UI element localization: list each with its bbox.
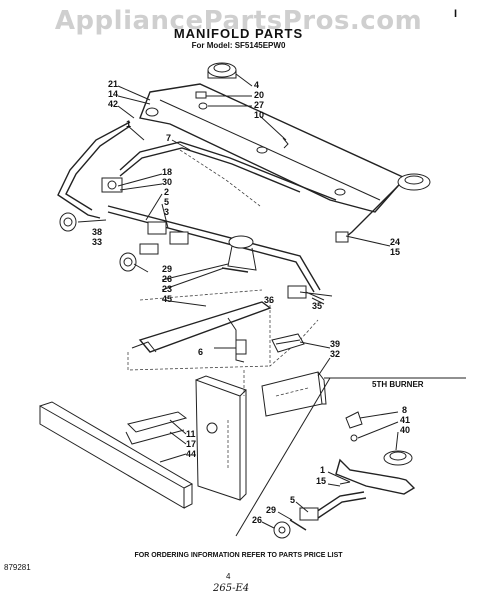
fifth-burner-panel — [235, 377, 466, 537]
callout-20: 20 — [254, 90, 265, 100]
callout-1-upper: 1 — [126, 119, 132, 129]
leader-lines — [77, 73, 399, 529]
ordering-note: FOR ORDERING INFORMATION REFER TO PARTS … — [134, 552, 343, 559]
center-burner — [221, 235, 257, 273]
front-right-burner — [335, 173, 431, 243]
callout-8: 8 — [402, 405, 408, 415]
callout-26-upper: 26 — [162, 274, 173, 284]
diagram-title: MANIFOLD PARTS — [173, 26, 304, 41]
callout-39: 39 — [330, 339, 341, 349]
callout-5-lower: 5 — [290, 495, 296, 505]
callout-45: 45 — [162, 294, 173, 304]
callout-24: 24 — [390, 237, 401, 247]
center-shield — [195, 375, 247, 501]
callout-38: 38 — [92, 227, 103, 237]
support-bracket — [125, 411, 188, 445]
callout-21: 21 — [108, 79, 119, 89]
callout-41: 41 — [400, 415, 411, 425]
fifth-burner-parts — [273, 411, 416, 539]
callout-5-upper: 5 — [164, 197, 170, 207]
callout-32: 32 — [330, 349, 341, 359]
knob-29 — [119, 252, 137, 272]
handwritten-note: 265-E4 — [213, 583, 250, 594]
valve-assembly-left — [101, 177, 189, 255]
model-line: For Model: SF5145EPW0 — [191, 41, 286, 50]
callout-42: 42 — [108, 99, 119, 109]
callout-27: 27 — [254, 100, 265, 110]
callout-35: 35 — [312, 301, 323, 311]
switch-39 — [271, 333, 305, 353]
knob-38 — [59, 212, 77, 232]
callout-36: 36 — [264, 295, 275, 305]
callout-40: 40 — [400, 425, 411, 435]
rear-burner — [207, 62, 237, 79]
callout-29-lower: 29 — [266, 505, 277, 515]
callout-33: 33 — [92, 237, 103, 247]
callout-6: 6 — [198, 347, 204, 357]
callout-1-lower: 1 — [320, 465, 326, 475]
callout-7: 7 — [166, 133, 172, 143]
callout-18: 18 — [162, 167, 173, 177]
callout-15-lower: 15 — [316, 476, 327, 486]
callout-2: 2 — [164, 187, 170, 197]
switch-block-32 — [261, 371, 327, 417]
callout-3: 3 — [164, 207, 170, 217]
callout-29-upper: 29 — [162, 264, 173, 274]
small-hardware — [195, 91, 289, 149]
watermark: AppliancePartsPros.com — [54, 6, 423, 36]
callout-30: 30 — [162, 177, 173, 187]
fifth-burner-label: 5TH BURNER — [372, 380, 424, 389]
burner-bracket — [139, 83, 407, 213]
page-number: 4 — [226, 572, 231, 581]
callout-44: 44 — [186, 449, 197, 459]
burner-tube — [119, 141, 337, 207]
manifold-tube — [57, 121, 321, 293]
corner-mark: I — [454, 8, 458, 20]
valve-36 — [287, 285, 325, 301]
callout-17: 17 — [186, 439, 197, 449]
document-number: 879281 — [4, 563, 31, 572]
callout-10: 10 — [254, 110, 265, 120]
callout-26-lower: 26 — [252, 515, 263, 525]
lower-panel — [39, 401, 194, 509]
callout-23: 23 — [162, 284, 173, 294]
callout-14: 14 — [108, 89, 119, 99]
callout-4: 4 — [254, 80, 260, 90]
callout-11: 11 — [186, 429, 196, 439]
callout-15-upper: 15 — [390, 247, 401, 257]
